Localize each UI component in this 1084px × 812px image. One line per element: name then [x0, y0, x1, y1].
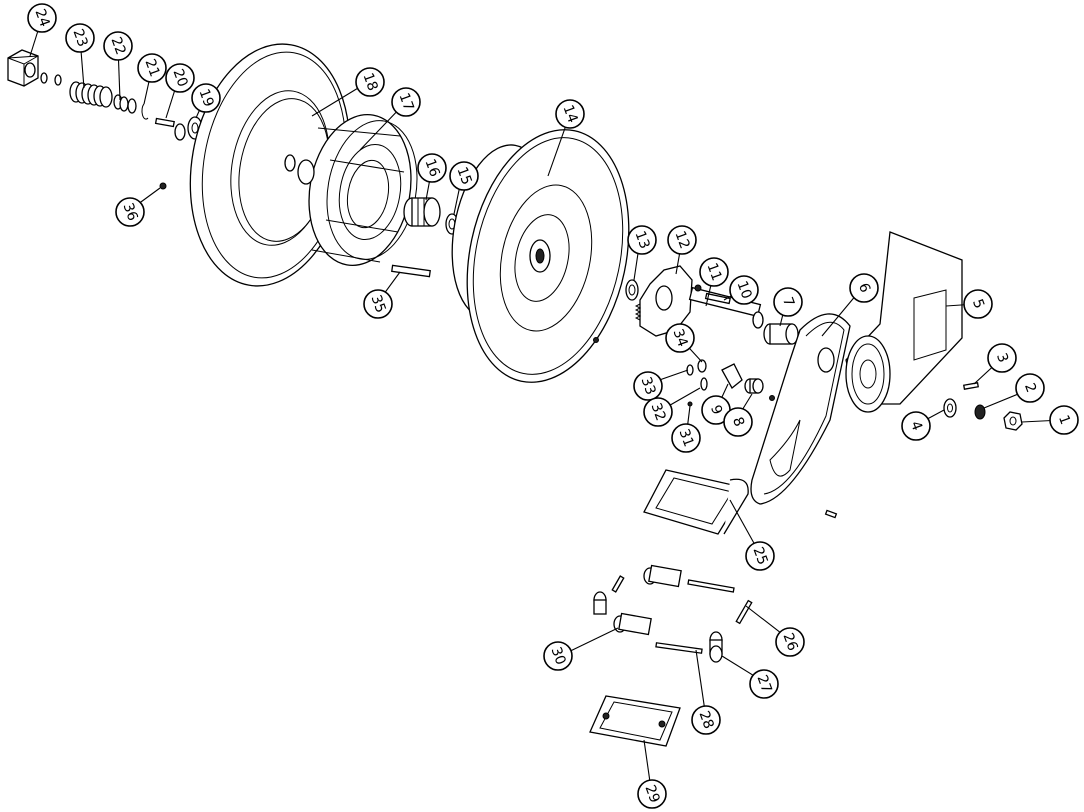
part-2-lock-washer — [974, 404, 986, 420]
part-30-rollers — [593, 564, 682, 636]
part-8-bushing — [744, 378, 764, 394]
svg-text:22: 22 — [107, 35, 128, 57]
svg-text:36: 36 — [119, 201, 140, 223]
callout-19: 19 — [191, 83, 221, 113]
callout-21: 21 — [137, 53, 167, 83]
svg-text:12: 12 — [671, 229, 692, 251]
svg-text:18: 18 — [359, 71, 380, 93]
part-10-key — [704, 292, 731, 305]
part-29-gasket — [589, 695, 681, 747]
callout-7: 7 — [773, 287, 803, 317]
svg-text:15: 15 — [453, 165, 474, 187]
part-13-washer — [625, 279, 639, 301]
callout-28: 28 — [691, 705, 721, 735]
callout-5: 5 — [963, 289, 993, 319]
part-12-ratchet-gear — [634, 265, 693, 337]
part-35-shaft-pin — [391, 264, 431, 278]
svg-text:35: 35 — [367, 293, 388, 315]
svg-text:10: 10 — [733, 279, 754, 301]
callout-26: 26 — [775, 627, 805, 657]
part-20-pin — [154, 117, 175, 128]
callout-10: 10 — [729, 275, 759, 305]
callout-9: 9 — [701, 395, 731, 425]
part-32-spring — [700, 377, 708, 391]
svg-text:24: 24 — [31, 7, 52, 29]
callout-18: 18 — [355, 67, 385, 97]
callout-6: 6 — [849, 273, 879, 303]
part-22-seals — [113, 94, 137, 114]
callout-34: 34 — [665, 323, 695, 353]
callout-14: 14 — [555, 99, 585, 129]
callout-31: 31 — [671, 423, 701, 453]
part-1-nut — [1003, 411, 1023, 431]
callout-32: 32 — [643, 397, 673, 427]
part-9-pawl — [721, 363, 743, 389]
callout-35: 35 — [363, 289, 393, 319]
part-23-threaded-fitting — [69, 81, 113, 108]
svg-text:34: 34 — [669, 327, 690, 349]
callout-16: 16 — [417, 153, 447, 183]
callout-8: 8 — [723, 407, 753, 437]
svg-text:23: 23 — [69, 27, 90, 49]
part-31-pin — [687, 401, 693, 407]
part-28-long-pin — [655, 642, 703, 654]
svg-text:13: 13 — [631, 229, 652, 251]
callout-4: 4 — [901, 411, 931, 441]
svg-text:21: 21 — [141, 57, 162, 79]
callout-2: 2 — [1015, 373, 1045, 403]
svg-text:16: 16 — [421, 157, 442, 179]
part-7-spacer-tube — [763, 323, 799, 345]
part-36-screw — [159, 182, 167, 190]
callout-27: 27 — [749, 669, 779, 699]
svg-text:14: 14 — [559, 103, 580, 125]
part-16-bushing — [403, 197, 441, 227]
callout-36: 36 — [115, 197, 145, 227]
callout-33: 33 — [633, 371, 663, 401]
callout-30: 30 — [543, 641, 573, 671]
svg-text:26: 26 — [779, 631, 800, 653]
part-25-base-plate — [643, 469, 749, 535]
part-5-base-bracket — [845, 231, 963, 413]
callout-29: 29 — [637, 779, 667, 809]
callout-15: 15 — [449, 161, 479, 191]
callout-23: 23 — [65, 23, 95, 53]
part-34-washer — [697, 359, 707, 373]
svg-text:28: 28 — [695, 709, 716, 731]
part-17-spring-housing — [297, 114, 418, 266]
part-26-pins — [611, 575, 753, 625]
callout-24: 24 — [27, 3, 57, 33]
part-6-support-arm — [750, 313, 851, 505]
part-screw-base — [824, 509, 838, 519]
svg-text:25: 25 — [749, 545, 770, 567]
svg-text:32: 32 — [647, 401, 668, 423]
callout-13: 13 — [627, 225, 657, 255]
callout-3: 3 — [987, 343, 1017, 373]
svg-text:29: 29 — [641, 783, 662, 805]
small-o-rings-24 — [40, 72, 62, 86]
callout-12: 12 — [667, 225, 697, 255]
svg-text:33: 33 — [637, 375, 658, 397]
part-4-washer — [943, 398, 957, 418]
svg-text:19: 19 — [195, 87, 216, 109]
svg-text:20: 20 — [169, 67, 190, 89]
callout-20: 20 — [165, 63, 195, 93]
part-3-bolt — [963, 382, 979, 390]
svg-text:30: 30 — [547, 645, 568, 667]
svg-text:27: 27 — [753, 673, 774, 695]
part-21-retaining-ring — [141, 103, 149, 120]
part-24-swivel-block — [7, 49, 39, 87]
callout-25: 25 — [745, 541, 775, 571]
part-14-hose-drum — [451, 129, 630, 383]
svg-text:17: 17 — [395, 91, 416, 113]
callout-11: 11 — [699, 257, 729, 287]
svg-text:31: 31 — [675, 427, 696, 449]
callout-17: 17 — [391, 87, 421, 117]
callout-1: 1 — [1049, 405, 1079, 435]
callout-22: 22 — [103, 31, 133, 61]
svg-text:11: 11 — [703, 261, 724, 283]
part-27-roller — [709, 631, 723, 663]
